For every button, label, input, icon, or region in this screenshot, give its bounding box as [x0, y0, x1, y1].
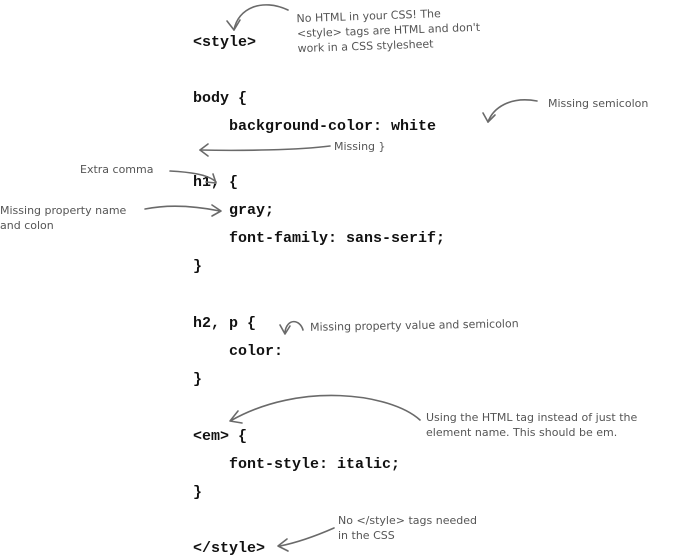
code-line-em-close: }: [193, 484, 203, 501]
arrow-missing-semicolon: [487, 99, 538, 123]
arrow-missing-brace: [199, 145, 331, 152]
code-line-gray: gray;: [193, 202, 275, 219]
code-line-body-selector: body {: [193, 90, 248, 107]
code-line-h1-selector: h1, {: [193, 174, 239, 191]
code-line-color: color:: [193, 343, 284, 360]
code-line-style-open: <style>: [193, 34, 257, 51]
code-line-font-style: font-style: italic;: [193, 456, 401, 473]
code-line-h1-close: }: [193, 258, 203, 275]
annotation-html-tag-instead: Using the HTML tag instead of just the e…: [426, 411, 638, 439]
annotation-missing-property-value: Missing property value and semicolon: [309, 317, 519, 334]
arrow-html-tag-instead: [231, 394, 421, 421]
code-line-background-color: background-color: white: [193, 118, 437, 135]
code-line-h2-p-selector: h2, p {: [193, 315, 257, 332]
arrow-missing-property-value: [284, 320, 304, 333]
annotation-no-html-in-css: No HTML in your CSS! The <style> tags ar…: [296, 7, 481, 56]
annotation-missing-property-name: Missing property name and colon: [0, 204, 127, 232]
annotation-no-style-tags: No </style> tags needed in the CSS: [338, 514, 477, 542]
arrow-style-open: [233, 4, 289, 31]
code-line-font-family: font-family: sans-serif;: [193, 230, 446, 247]
arrow-no-style-tags: [279, 527, 335, 547]
code-line-h2-close: }: [193, 371, 203, 388]
annotation-missing-brace: Missing }: [334, 140, 386, 153]
annotation-missing-semicolon: Missing semicolon: [548, 97, 649, 110]
code-line-style-close: </style>: [193, 540, 266, 557]
code-line-em-selector: <em> {: [193, 428, 248, 445]
annotation-extra-comma: Extra comma: [80, 163, 154, 176]
